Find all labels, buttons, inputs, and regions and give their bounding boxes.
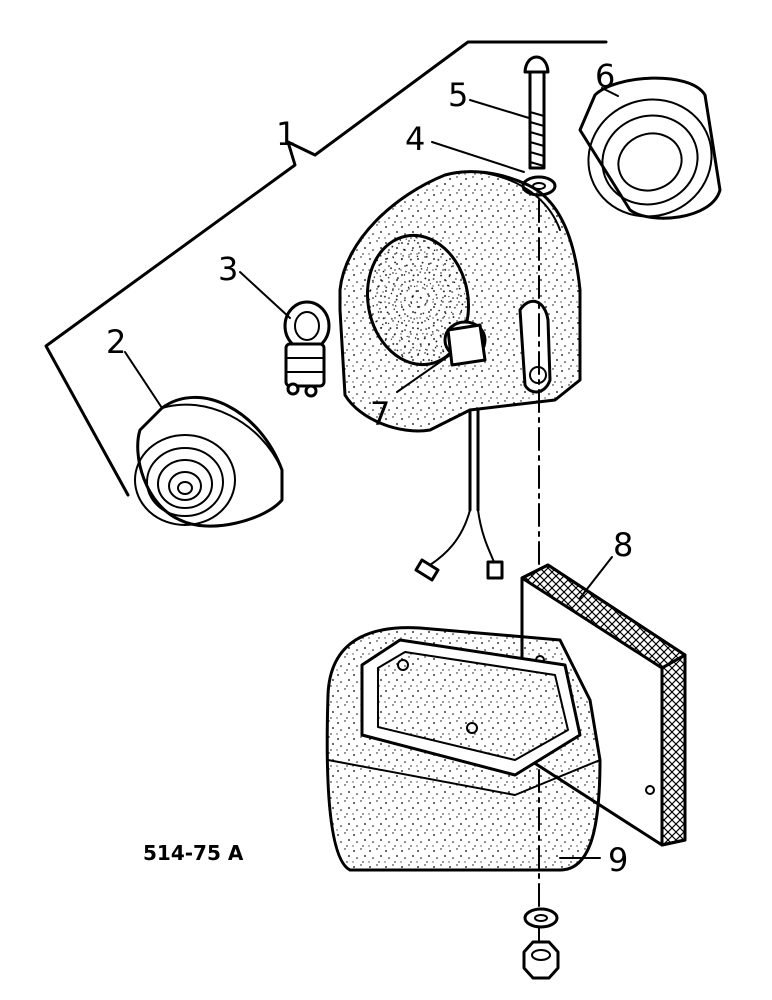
lens-red-part [578, 76, 722, 220]
callout-8: 8 [613, 526, 633, 564]
callout-1: 1 [276, 115, 296, 153]
nut-part [522, 940, 560, 980]
callout-9: 9 [608, 841, 628, 879]
leader-lines [124, 87, 619, 859]
assembly-bracket [44, 40, 608, 497]
lens-amber-part [134, 396, 284, 528]
callout-2: 2 [106, 323, 126, 361]
callout-6: 6 [595, 57, 615, 95]
callout-7: 7 [370, 395, 390, 433]
figure-code: 514-75 A [143, 841, 244, 865]
bulb-part [283, 300, 331, 398]
callout-3: 3 [218, 250, 238, 288]
lamp-housing-part [338, 170, 582, 582]
callout-4: 4 [405, 120, 425, 158]
base-washer-part [523, 907, 559, 929]
mounting-base-part [325, 626, 602, 872]
callout-5: 5 [448, 76, 468, 114]
bolt-part [523, 55, 550, 170]
